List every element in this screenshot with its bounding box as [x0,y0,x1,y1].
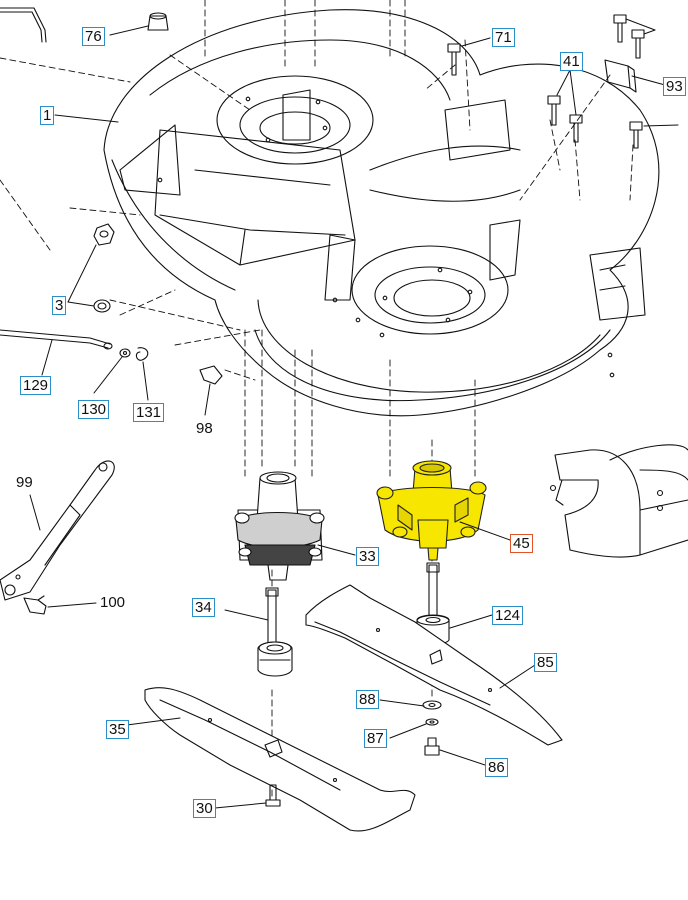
callout-131[interactable]: 131 [133,403,165,422]
bolt-86 [424,737,440,756]
spindle-housing-45-highlighted [376,460,487,561]
blade-35 [144,687,416,832]
callout-129[interactable]: 129 [20,376,52,395]
callout-3[interactable]: 3 [52,296,67,315]
callout-99[interactable]: 99 [16,474,33,491]
callout-130[interactable]: 130 [78,400,110,419]
washer-87 [425,718,439,726]
spindle-shaft-34 [257,587,293,677]
cap-76 [147,12,169,31]
callout-33[interactable]: 33 [356,547,379,566]
bolt-30 [265,784,281,807]
bushing-3 [93,299,111,313]
blade-85 [305,584,563,746]
washer-130 [119,348,131,358]
callout-35[interactable]: 35 [106,720,129,739]
callout-30[interactable]: 30 [193,799,216,818]
callout-86[interactable]: 86 [485,758,508,777]
rod-top-left [0,7,47,43]
washer-88 [422,700,442,710]
nut-3 [93,223,115,246]
callout-124[interactable]: 124 [492,606,524,625]
callout-100[interactable]: 100 [100,594,126,611]
bolt-98 [199,365,223,385]
deck-guard [549,444,688,558]
callout-41[interactable]: 41 [560,52,583,71]
pin-131 [135,347,149,361]
leader-lines [29,18,679,809]
callout-88[interactable]: 88 [356,690,379,709]
bolts-41 [547,95,583,143]
callout-87[interactable]: 87 [364,729,387,748]
bolt-71 [447,43,461,76]
callout-71[interactable]: 71 [492,28,515,47]
bolts-top-right [613,14,645,59]
callout-34[interactable]: 34 [192,598,215,617]
callout-93[interactable]: 93 [663,77,686,96]
mower-deck-housing [103,9,660,417]
callout-76[interactable]: 76 [82,27,105,46]
callout-45-selected[interactable]: 45 [510,534,533,553]
bolt-4x [629,121,643,149]
clip-93 [604,59,637,93]
callout-98[interactable]: 98 [196,420,213,437]
bolt-100 [23,595,47,615]
callout-85[interactable]: 85 [534,653,557,672]
callout-1[interactable]: 1 [40,106,55,125]
rod-129 [0,329,113,350]
spindle-housing-33 [234,471,325,581]
arm-99 [0,460,115,601]
